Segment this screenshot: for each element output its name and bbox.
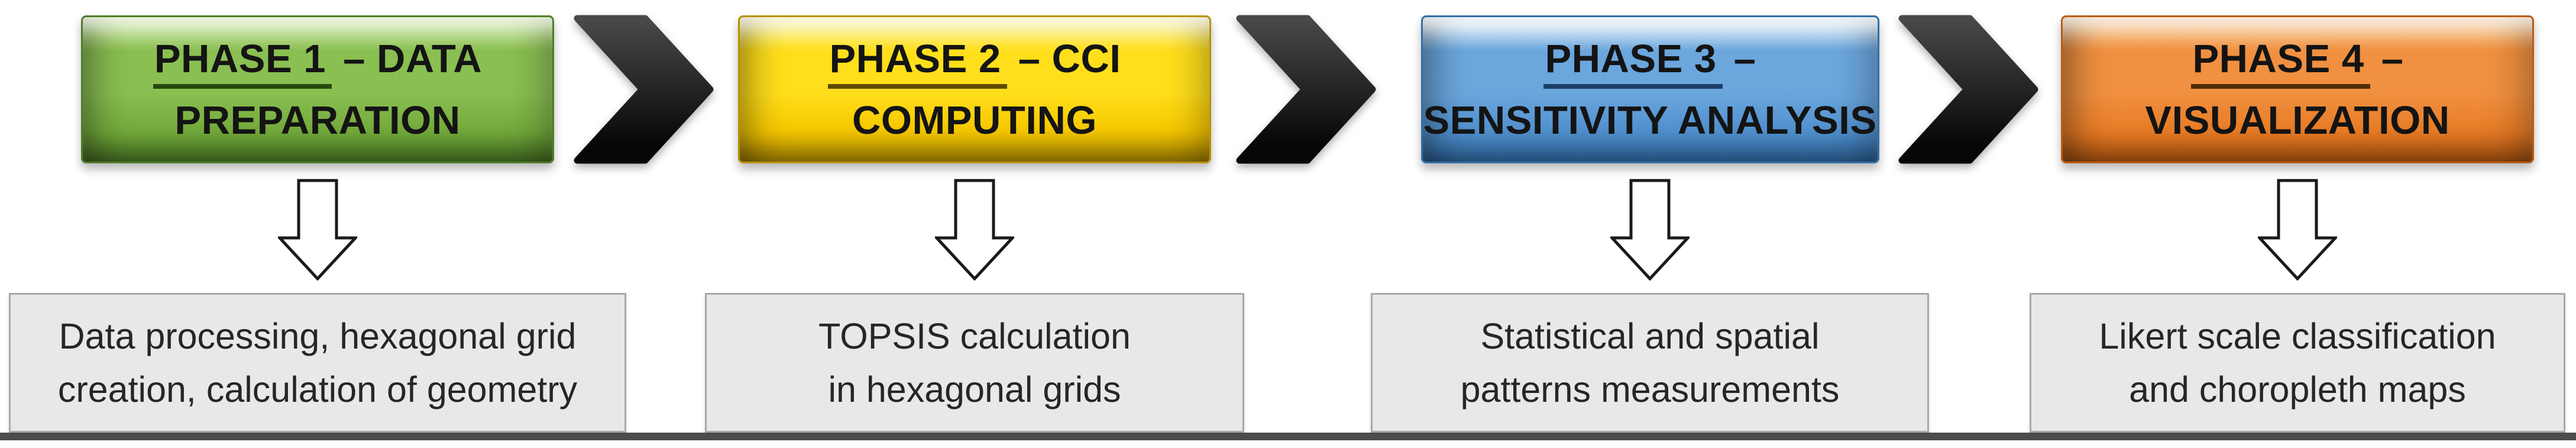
phase-column-3: PHASE 3 – SENSITIVITY ANALYSIS Statistic… — [1371, 0, 1929, 448]
chevron-right-icon — [574, 15, 714, 164]
phase-1-title-line2: PREPARATION — [174, 98, 461, 143]
phase-4-box: PHASE 4 – VISUALIZATION — [2061, 15, 2534, 163]
phase-column-2: PHASE 2 – CCI COMPUTING TOPSIS calculati… — [705, 0, 1244, 448]
phase-3-title-line1: PHASE 3 – — [1543, 39, 1756, 89]
description-line: TOPSIS calculation — [818, 316, 1131, 356]
phase-2-title-rest: – CCI — [1007, 36, 1121, 81]
phase-2-box: PHASE 2 – CCI COMPUTING — [738, 15, 1211, 163]
phase-4-label: PHASE 4 — [2191, 39, 2370, 89]
phase-1-box: PHASE 1 – DATA PREPARATION — [81, 15, 554, 163]
phase-4-title-line2: VISUALIZATION — [2145, 98, 2450, 143]
down-arrow-icon — [1610, 179, 1690, 281]
phase-1-label: PHASE 1 — [153, 39, 332, 89]
phase-4-description-box: Likert scale classification and chorople… — [2030, 293, 2565, 433]
description-line: Data processing, hexagonal grid — [59, 316, 577, 356]
down-arrow-icon — [935, 179, 1014, 281]
phase-4-title-line1: PHASE 4 – — [2191, 39, 2403, 89]
description-line: Likert scale classification — [2099, 316, 2496, 356]
phase-3-label: PHASE 3 — [1543, 39, 1723, 89]
chevron-right-icon — [1898, 15, 2038, 164]
phase-2-label: PHASE 2 — [828, 39, 1007, 89]
phase-2-title-line1: PHASE 2 – CCI — [828, 39, 1121, 89]
phase-1-title-line1: PHASE 1 – DATA — [153, 39, 482, 89]
phase-2-description-box: TOPSIS calculation in hexagonal grids — [705, 293, 1244, 433]
phase-1-title-rest: – DATA — [332, 36, 483, 81]
phase-3-box: PHASE 3 – SENSITIVITY ANALYSIS — [1420, 15, 1879, 163]
phase-1-description-box: Data processing, hexagonal grid creation… — [9, 293, 626, 433]
description-line: creation, calculation of geometry — [57, 369, 578, 410]
phase-4-title-rest: – — [2370, 36, 2404, 81]
phase-3-description-box: Statistical and spatial patterns measure… — [1371, 293, 1929, 433]
description-line: Statistical and spatial — [1480, 316, 1820, 356]
phase-column-1: PHASE 1 – DATA PREPARATION Data processi… — [9, 0, 626, 448]
phase-2-title-line2: COMPUTING — [852, 98, 1097, 143]
down-arrow-icon — [2258, 179, 2337, 281]
description-line: patterns measurements — [1460, 369, 1840, 410]
description-line: in hexagonal grids — [828, 369, 1121, 410]
bottom-border-line — [0, 433, 2576, 440]
description-line: and choropleth maps — [2129, 369, 2466, 410]
down-arrow-icon — [278, 179, 357, 281]
phase-3-title-rest: – — [1722, 36, 1756, 81]
phase-column-4: PHASE 4 – VISUALIZATION Likert scale cla… — [2030, 0, 2565, 448]
phase-3-title-line2: SENSITIVITY ANALYSIS — [1423, 98, 1877, 143]
chevron-right-icon — [1236, 15, 1376, 164]
